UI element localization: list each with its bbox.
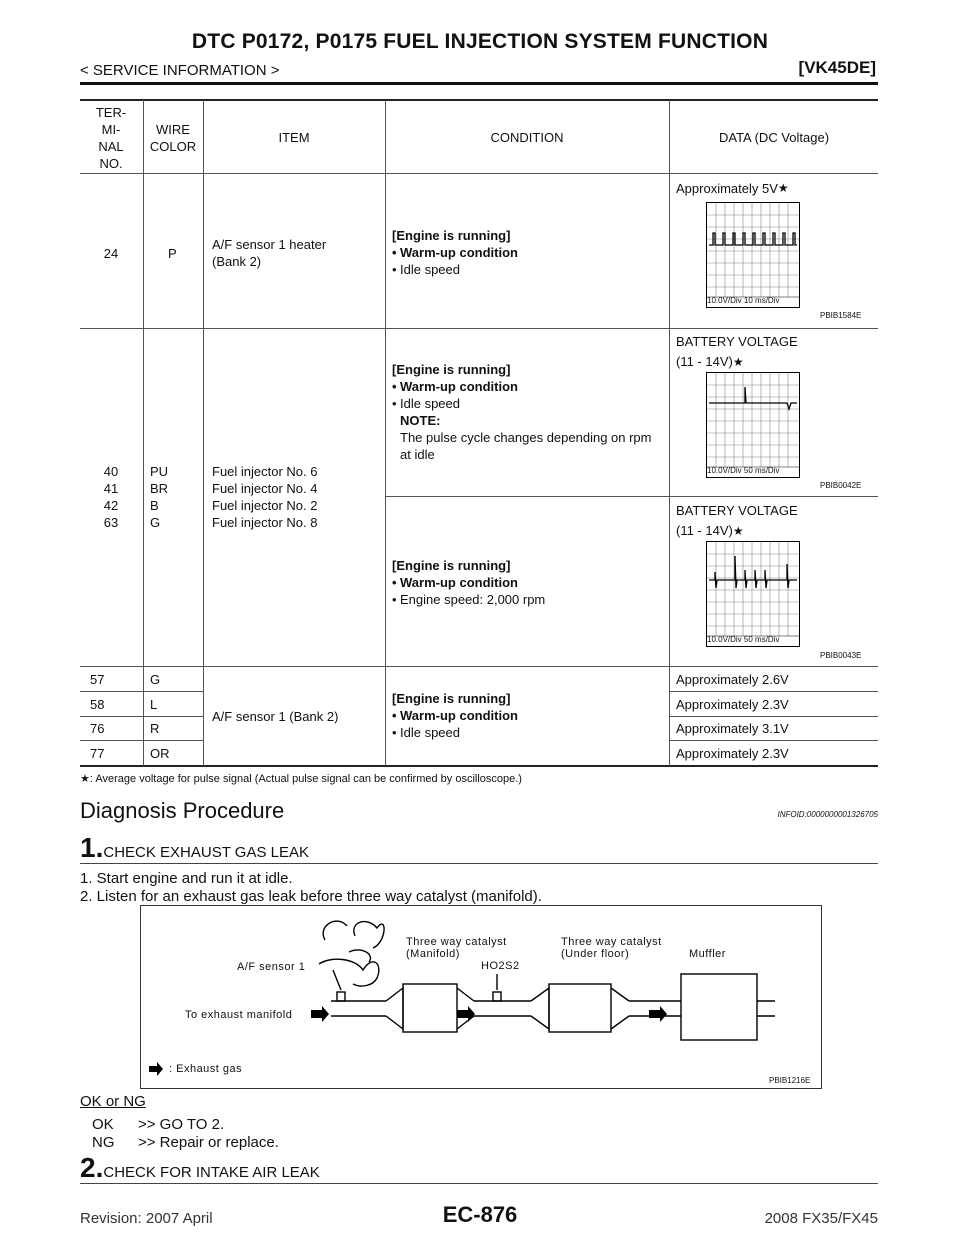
cell-item-af-heater: A/F sensor 1 heater(Bank 2): [212, 237, 327, 269]
cell-data-5v: Approximately 5V★: [676, 181, 789, 196]
label-twc-manifold: Three way catalyst(Manifold): [406, 936, 507, 960]
figure-code-pbib1216e: PBIB1216E: [769, 1076, 811, 1085]
exhaust-system-figure: A/F sensor 1 Three way catalyst(Manifold…: [140, 905, 822, 1089]
header-item: ITEM: [278, 130, 310, 145]
cell-data-2.3v-b: Approximately 2.3V: [676, 746, 789, 761]
cell-terminal-24: 24: [103, 246, 119, 261]
scope-label-2: 10.0V/Div 50 ms/Div: [707, 466, 780, 475]
cell-condition-2000rpm: [Engine is running] Warm-up condition En…: [392, 557, 545, 608]
header-rule: [80, 82, 878, 85]
figure-code-pbib0043e: PBIB0043E: [820, 651, 862, 660]
cell-data-battery-1: BATTERY VOLTAGE (11 - 14V)★: [676, 334, 798, 369]
cell-terminal-58: 58: [90, 697, 105, 712]
legend-exhaust-gas: : Exhaust gas: [169, 1063, 243, 1075]
label-af-sensor: A/F sensor 1: [237, 961, 306, 973]
table-footnote: ★: Average voltage for pulse signal (Act…: [80, 773, 522, 785]
cell-data-3.1v: Approximately 3.1V: [676, 721, 789, 736]
label-muffler: Muffler: [689, 948, 726, 960]
label-ho2s2: HO2S2: [481, 960, 520, 972]
cell-wire-or: OR: [150, 746, 170, 761]
footer-revision: Revision: 2007 April: [80, 1210, 213, 1227]
cell-data-2.3v-a: Approximately 2.3V: [676, 697, 789, 712]
result-ng: NG>> Repair or replace.: [92, 1134, 279, 1151]
scope-label-3: 10.0V/Div 50 ms/Div: [707, 635, 780, 644]
section-heading: Diagnosis Procedure: [80, 798, 285, 823]
cell-wire-l: L: [150, 697, 158, 712]
footer-page-number: EC-876: [442, 1202, 518, 1227]
cell-terminal-57: 57: [90, 672, 105, 687]
label-twc-under-floor: Three way catalyst(Under floor): [561, 936, 662, 960]
figure-code-pbib1584e: PBIB1584E: [820, 311, 862, 320]
oscilloscope-pbib0043e: 10.0V/Div 50 ms/Div: [706, 541, 800, 647]
page-title: DTC P0172, P0175 FUEL INJECTION SYSTEM F…: [191, 30, 769, 53]
footer-model: 2008 FX35/FX45: [764, 1210, 878, 1227]
step-1-instructions: 1. Start engine and run it at idle. 2. L…: [80, 870, 542, 905]
cell-condition-idle: [Engine is running] Warm-up condition Id…: [392, 361, 666, 463]
section-label: < SERVICE INFORMATION >: [80, 62, 280, 79]
oscilloscope-pbib0042e: 10.0V/Div 50 ms/Div: [706, 372, 800, 478]
step-2-heading: 2.CHECK FOR INTAKE AIR LEAK: [80, 1152, 320, 1183]
scope-label-1: 10.0V/Div 10 ms/Div: [707, 296, 780, 305]
cell-condition-row1: [Engine is running] Warm-up condition Id…: [392, 227, 518, 278]
cell-terminal-77: 77: [90, 746, 105, 761]
step-1-heading: 1.CHECK EXHAUST GAS LEAK: [80, 832, 309, 863]
ok-ng-label: OK or NG: [80, 1093, 146, 1110]
header-condition: CONDITION: [490, 130, 564, 145]
engine-model: [VK45DE]: [798, 58, 876, 77]
cell-item-af-sensor: A/F sensor 1 (Bank 2): [212, 709, 339, 724]
cell-wire-r: R: [150, 721, 160, 736]
info-id: INFOID:0000000001326705: [777, 810, 878, 819]
figure-code-pbib0042e: PBIB0042E: [820, 481, 862, 490]
header-data: DATA (DC Voltage): [718, 130, 830, 145]
cell-condition-row3: [Engine is running] Warm-up condition Id…: [392, 690, 518, 741]
label-to-exhaust-manifold: To exhaust manifold: [185, 1009, 293, 1021]
cell-data-2.6v: Approximately 2.6V: [676, 672, 789, 687]
oscilloscope-pbib1584e: 10.0V/Div 10 ms/Div: [706, 202, 800, 308]
cell-data-battery-2: BATTERY VOLTAGE (11 - 14V)★: [676, 503, 798, 538]
cell-terminal-76: 76: [90, 721, 105, 736]
result-ok: OK>> GO TO 2.: [92, 1116, 225, 1133]
cell-wire-p: P: [168, 246, 177, 261]
cell-wire-g: G: [150, 672, 161, 687]
